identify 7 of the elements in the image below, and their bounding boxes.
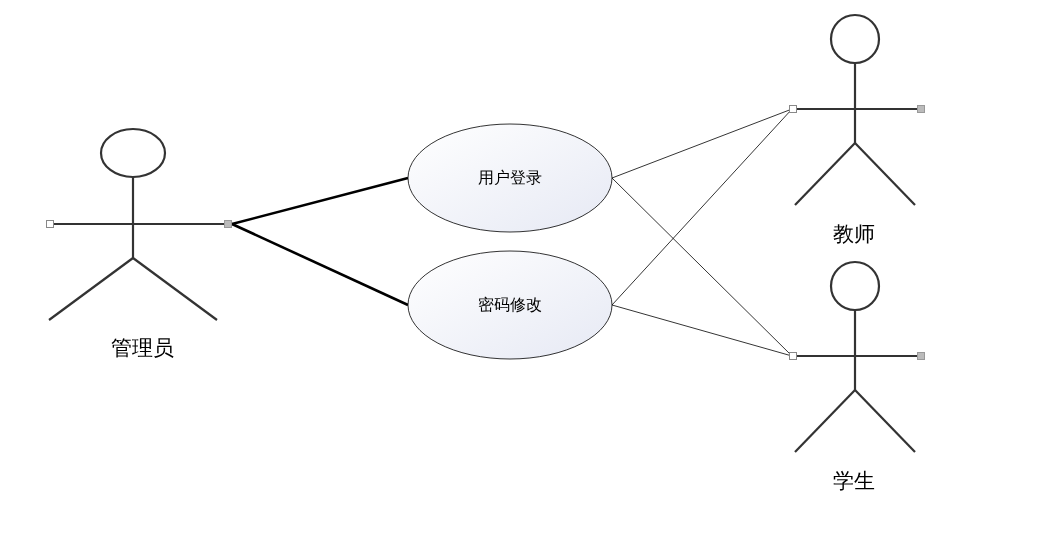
association-line [231,176,409,226]
actor-name: 教师 [833,221,875,248]
association-line [231,222,409,307]
use-case-ellipse: 密码修改 [407,250,613,360]
use-case-ellipse: 用户登录 [407,123,613,233]
actor-name: 管理员 [111,335,174,362]
actor-name: 学生 [833,468,875,495]
